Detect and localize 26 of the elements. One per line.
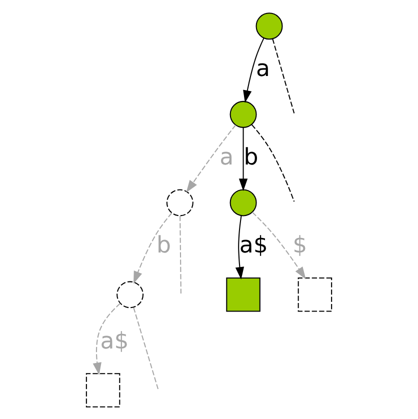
node-circle	[230, 188, 257, 216]
connector	[272, 38, 295, 113]
node-box	[86, 372, 120, 407]
edge-label: b	[244, 144, 258, 170]
connector	[180, 215, 182, 293]
arrow	[235, 215, 244, 280]
connector	[133, 306, 159, 389]
connector	[251, 124, 295, 202]
edge-label: a$	[100, 328, 129, 354]
node-circle	[230, 100, 257, 128]
edge-label: a$	[239, 232, 268, 258]
node-circle	[256, 12, 283, 40]
arrow	[186, 124, 236, 192]
node-box	[226, 277, 260, 312]
node-circle	[166, 188, 194, 216]
edge-label: a	[256, 56, 270, 82]
arrow	[243, 37, 264, 102]
arrow	[252, 211, 306, 279]
arrow	[134, 212, 172, 284]
arrow	[238, 126, 248, 191]
arrow	[92, 302, 120, 375]
node-circle	[116, 280, 144, 308]
edge-label: $	[292, 232, 308, 258]
node-box	[298, 277, 332, 312]
edge-label: b	[156, 232, 172, 258]
edge-label: a	[220, 144, 234, 170]
